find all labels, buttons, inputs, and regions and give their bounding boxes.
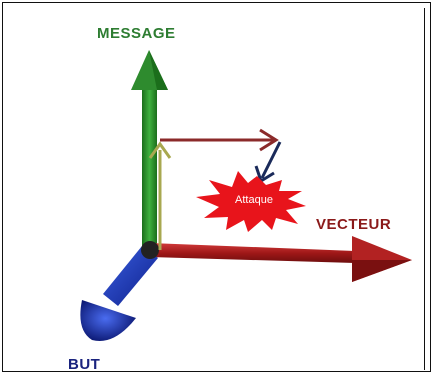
frame-divider xyxy=(424,8,425,370)
message-label: MESSAGE xyxy=(97,25,176,42)
vecteur-axis xyxy=(150,236,412,282)
but-axis xyxy=(80,246,158,342)
origin-point xyxy=(141,241,159,259)
but-label: BUT xyxy=(68,356,101,373)
attaque-label: Attaque xyxy=(235,194,273,206)
attack-burst: Attaque xyxy=(196,171,306,232)
start-arrow xyxy=(148,141,172,250)
vecteur-label: VECTEUR xyxy=(316,216,392,233)
attack-pointer-arrow xyxy=(254,141,282,184)
message-axis xyxy=(131,50,168,250)
attack-path-arrow xyxy=(160,128,279,152)
